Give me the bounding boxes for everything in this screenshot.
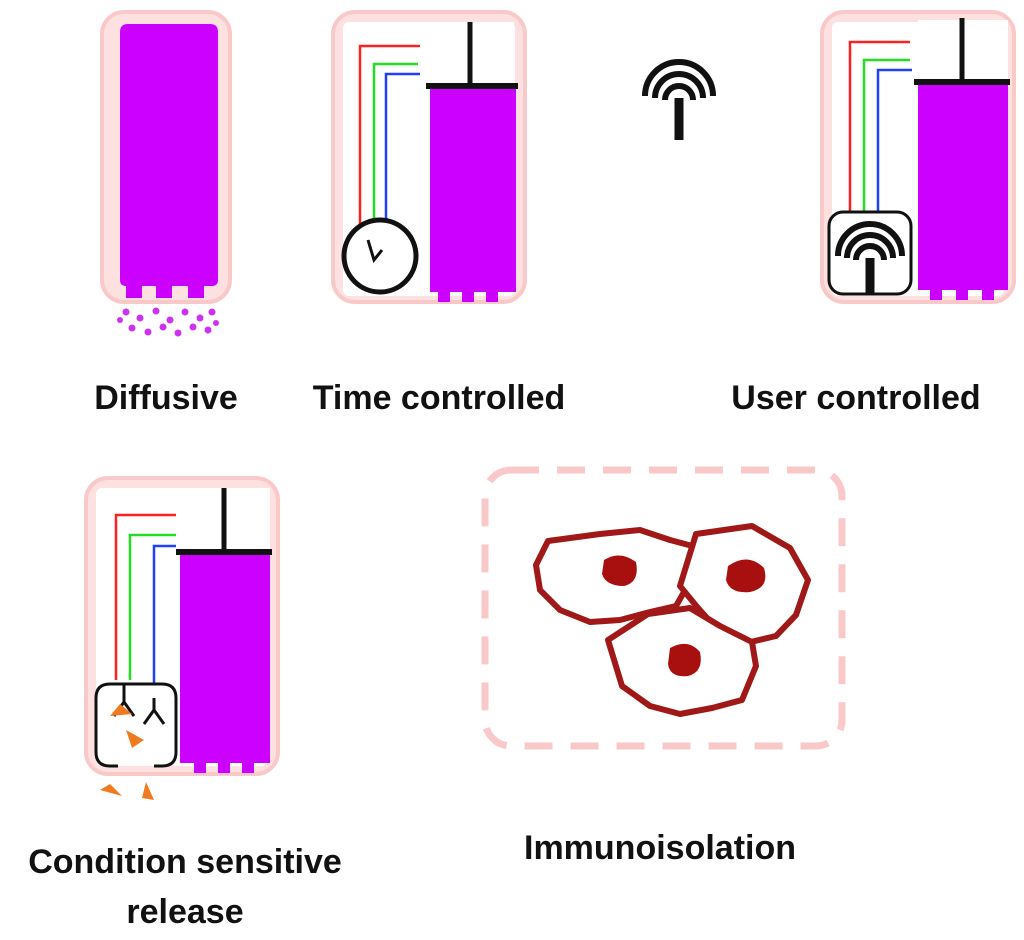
label-diffusive: Diffusive [94, 379, 238, 417]
diffusive-device [100, 10, 232, 337]
release-port [982, 288, 994, 300]
wire-red [114, 513, 176, 680]
sensor-chamber [94, 682, 178, 768]
cell-nucleus [668, 643, 701, 677]
release-port [156, 284, 172, 298]
label-release: release [126, 893, 244, 931]
drug-reservoir [180, 555, 270, 763]
wire-green [862, 58, 910, 212]
label-immunoisolation: Immunoisolation [524, 829, 796, 867]
cell-nucleus [602, 555, 637, 586]
cell-nucleus [726, 559, 766, 593]
label-user-controlled: User controlled [731, 379, 981, 417]
drug-reservoir [430, 89, 516, 292]
release-port [486, 290, 498, 302]
wireless-signal-icon [835, 221, 905, 294]
release-port [930, 288, 942, 300]
wire-red [848, 40, 910, 212]
release-port [188, 284, 204, 298]
wire-green [372, 62, 418, 225]
wire-blue [384, 72, 420, 225]
wire-green [128, 533, 176, 680]
release-port [242, 761, 254, 773]
release-port [218, 761, 230, 773]
immunoisolation-capsule [481, 466, 846, 750]
trigger-molecules [100, 704, 154, 800]
time-controlled-device [331, 10, 527, 304]
release-port [956, 288, 968, 300]
wireless-signal-icon [642, 59, 716, 140]
wire-blue [152, 544, 176, 700]
label-time-controlled: Time controlled [312, 379, 566, 417]
capsule-membrane [481, 466, 846, 750]
wire-blue [876, 68, 912, 212]
diffusing-particles [117, 307, 219, 337]
release-port [126, 284, 142, 298]
clock-icon [341, 217, 419, 295]
drug-reservoir [120, 24, 218, 286]
condition-sensitive-device [84, 476, 280, 800]
wire-red [358, 44, 420, 225]
release-port [462, 290, 474, 302]
user-controlled-device [820, 10, 1016, 304]
release-port [438, 290, 450, 302]
drug-reservoir [918, 85, 1008, 290]
receptor-icon [142, 698, 166, 725]
release-port [194, 761, 206, 773]
label-condition-sensitive: Condition sensitive [28, 843, 342, 881]
